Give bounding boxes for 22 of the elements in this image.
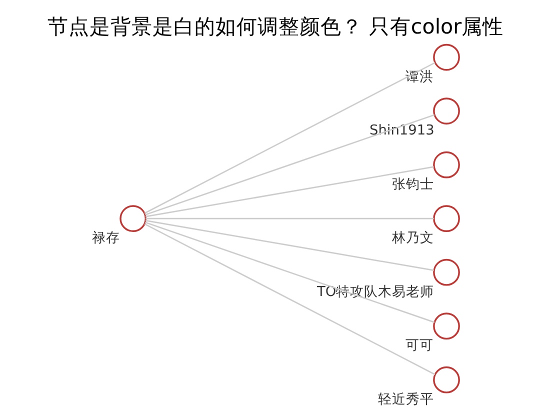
connector [144,62,435,214]
node-circle [432,205,460,232]
node-circle [432,151,460,178]
connector [145,218,434,220]
node-label: 禄存 [92,230,120,246]
node-label: Shin1913 [368,122,434,139]
connector [144,114,434,216]
node-circle [432,366,460,394]
connector [145,220,434,272]
connector [144,223,435,376]
node-circle [119,205,146,232]
node-circle [432,98,460,124]
node-label: 可可 [405,338,434,354]
connector [144,222,434,323]
node-circle [432,258,460,286]
node-label: 张钧士 [391,176,434,192]
connector [145,166,434,218]
node-label: 林乃文 [391,230,434,246]
node-circle [432,312,460,340]
node-label: 轻近秀平 [377,391,434,408]
diagram-title: 节点是背景是白的如何调整颜色？ 只有color属性 [46,14,504,39]
node-circle [432,44,460,71]
